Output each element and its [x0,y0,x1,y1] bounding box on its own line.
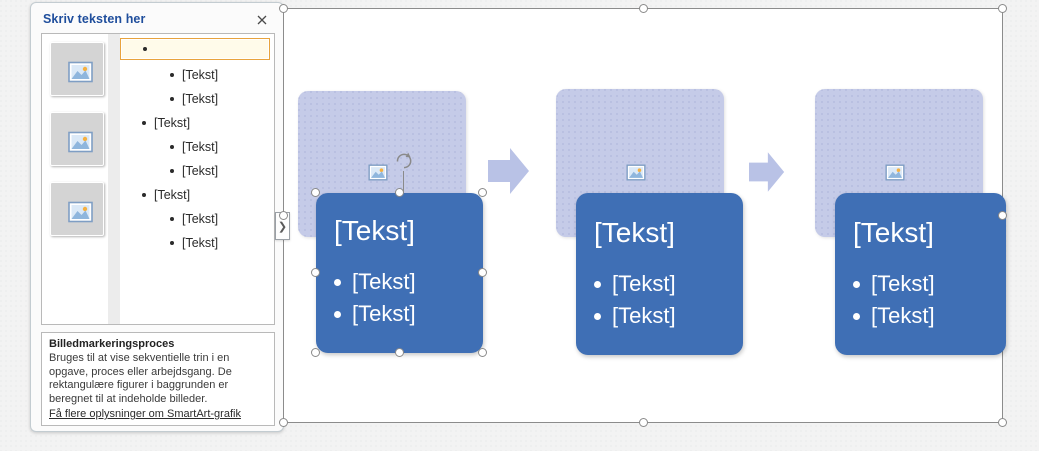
list-item[interactable]: [Tekst] [120,208,270,230]
picture-placeholder-icon [68,131,93,153]
resize-handle-sw[interactable] [311,348,320,357]
arrow-right-icon [488,147,530,200]
list-item-label: [Tekst] [182,68,219,82]
text-pane-header: Skriv teksten her [41,11,275,33]
picture-placeholder-icon[interactable] [368,164,388,186]
canvas-handle-se[interactable] [998,418,1007,427]
canvas-handle-ne[interactable] [998,4,1007,13]
bullet-icon [170,145,174,149]
list-item-label: [Tekst] [182,92,219,106]
list-item[interactable]: [Tekst] [120,136,270,158]
shape-bullet: [Tekst] [853,271,935,297]
shape-bullet: [Tekst] [334,301,416,327]
bullet-icon [170,217,174,221]
picture-placeholder-icon [68,61,93,83]
canvas-handle-sw[interactable] [279,418,288,427]
shape-title: [Tekst] [334,215,415,246]
list-item-label: [Tekst] [182,236,219,250]
rotate-handle-stem [403,171,404,193]
picture-placeholder-icon[interactable] [885,164,905,186]
close-icon[interactable] [253,11,271,29]
bullet-icon [853,280,860,288]
description-body: Bruges til at vise sekventielle trin i e… [49,352,232,405]
description-box: Billedmarkeringsproces Bruges til at vis… [41,332,275,426]
thumbnail-column [42,34,108,324]
shape-bullet-label: [Tekst] [871,303,935,328]
resize-handle-ne[interactable] [478,188,487,197]
picture-placeholder-icon [68,201,93,223]
list-item[interactable] [120,38,270,60]
bullet-icon [142,193,146,197]
resize-handle-w[interactable] [311,268,320,277]
list-item[interactable]: [Tekst] [120,88,270,110]
list-item-label: [Tekst] [182,212,219,226]
list-item-label: [Tekst] [154,188,191,202]
list-item-label: [Tekst] [154,116,191,130]
canvas-handle-nw[interactable] [279,4,288,13]
list-item[interactable]: [Tekst] [120,64,270,86]
rotate-icon[interactable] [393,149,415,176]
list-divider [108,34,120,324]
bullet-icon [170,97,174,101]
shape-bullet-label: [Tekst] [612,303,676,328]
picture-placeholder-icon[interactable] [626,164,646,186]
shape-bullet: [Tekst] [594,271,676,297]
smartart-text-shape[interactable]: [Tekst] [Tekst] [Tekst] [316,193,483,353]
picture-thumbnail[interactable] [50,182,104,236]
list-item[interactable]: [Tekst] [120,160,270,182]
resize-handle-s[interactable] [395,348,404,357]
picture-thumbnail[interactable] [50,112,104,166]
smartart-text-pane: Skriv teksten her [30,2,284,432]
list-item[interactable]: [Tekst] [120,232,270,254]
shape-bullet-label: [Tekst] [352,301,416,326]
shape-bullet: [Tekst] [853,303,935,329]
canvas-handle-s[interactable] [639,418,648,427]
bullet-icon [143,47,147,51]
shape-bullet: [Tekst] [334,269,416,295]
picture-thumbnail[interactable] [50,42,104,96]
canvas-handle-n[interactable] [639,4,648,13]
bullet-icon [170,241,174,245]
bullet-icon [334,310,341,318]
more-info-link[interactable]: Få flere oplysninger om SmartArt-grafik [49,408,241,420]
shape-bullet: [Tekst] [594,303,676,329]
shape-title: [Tekst] [594,217,675,248]
bullet-icon [853,312,860,320]
resize-handle-e[interactable] [478,268,487,277]
arrow-right-icon [749,151,785,198]
smartart-text-shape[interactable]: [Tekst] [Tekst] [Tekst] [835,193,1006,355]
bullet-icon [594,312,601,320]
resize-handle-se[interactable] [478,348,487,357]
list-item-label: [Tekst] [182,164,219,178]
canvas-handle-e[interactable] [998,211,1007,220]
smartart-text-shape[interactable]: [Tekst] [Tekst] [Tekst] [576,193,743,355]
shape-title: [Tekst] [853,217,934,248]
bullet-icon [142,121,146,125]
text-pane-list[interactable]: [Tekst] [Tekst] [Tekst] [Tekst] [Tekst] [41,33,275,325]
resize-handle-nw[interactable] [311,188,320,197]
shape-bullet-label: [Tekst] [352,269,416,294]
description-title: Billedmarkeringsproces [49,338,175,350]
canvas-handle-w[interactable] [279,211,288,220]
bullet-icon [334,278,341,286]
resize-handle-n[interactable] [395,188,404,197]
bullet-icon [594,280,601,288]
shape-bullet-label: [Tekst] [871,271,935,296]
shape-bullet-label: [Tekst] [612,271,676,296]
text-pane-title: Skriv teksten her [43,12,146,26]
bullet-icon [170,169,174,173]
list-item-label: [Tekst] [182,140,219,154]
text-pane-items: [Tekst] [Tekst] [Tekst] [Tekst] [Tekst] [120,34,274,324]
list-item[interactable]: [Tekst] [120,112,270,134]
list-item[interactable]: [Tekst] [120,184,270,206]
smartart-canvas[interactable]: ❯ [Tekst] [Tekst] [275,8,1006,423]
bullet-icon [170,73,174,77]
